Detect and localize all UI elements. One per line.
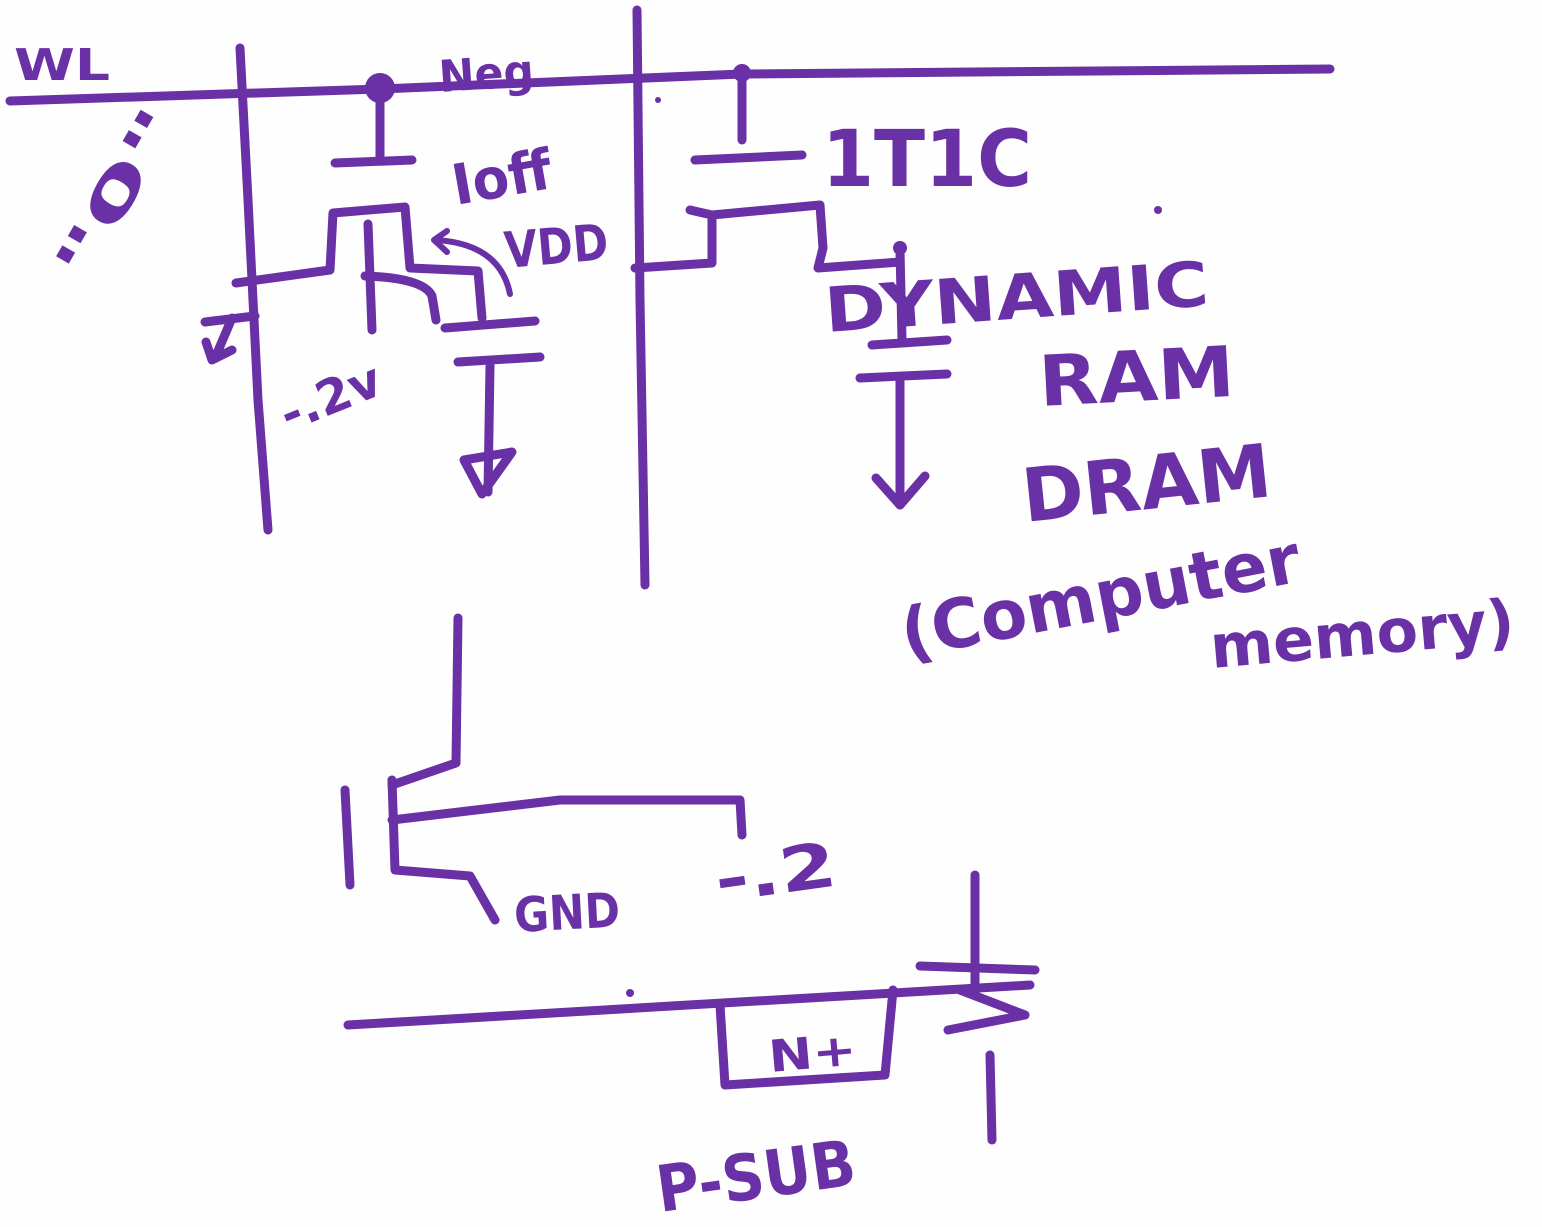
ink-speck [626, 989, 634, 997]
word-line [5, 64, 1335, 106]
ink-speck [655, 97, 661, 103]
bottom-drain-line [387, 613, 463, 790]
right-channel [630, 200, 905, 273]
right-capacitor-top-plate [867, 335, 952, 350]
bit-line-right [632, 5, 650, 590]
right-node-dot [893, 241, 907, 255]
left-capacitor-top-plate [440, 316, 540, 333]
dram-label: DRAM [1018, 428, 1276, 540]
bit-line-left [235, 43, 273, 535]
wl-label: WL [14, 40, 110, 91]
right-capacitor-bottom-plate [855, 369, 952, 383]
gnd-label: GND [513, 883, 622, 944]
vdd-label: VDD [502, 213, 611, 280]
diode-bar [915, 961, 1040, 975]
ram-label: RAM [1037, 331, 1237, 423]
bottom-body-line [387, 795, 747, 840]
left-gate-plate [330, 155, 417, 168]
left-inner-curve [360, 271, 441, 325]
left-bitline-arrow-icon [200, 311, 260, 365]
bottom-source-line [387, 775, 500, 925]
substrate-surface-line [343, 980, 1035, 1030]
left-ground-arrow-icon [459, 447, 517, 499]
neg-02v-label: -.2v [272, 352, 390, 443]
n-plus-well [715, 985, 898, 1090]
ink-speck [1154, 206, 1162, 214]
p-sub-label: P-SUB [652, 1127, 860, 1227]
vdd-curved-arrow-icon [431, 228, 513, 297]
n-plus-label: N+ [767, 1024, 859, 1082]
right-ground-arrow-icon [871, 471, 930, 510]
left-capacitor-bottom-plate [453, 352, 545, 367]
zero-label: "0" [42, 95, 192, 291]
left-capacitor-wire [483, 361, 495, 497]
diode-triangle-icon [943, 985, 1030, 1035]
right-capacitor-lead [895, 245, 907, 345]
neg-label: Neg [437, 45, 535, 103]
left-channel [231, 202, 487, 323]
ioff-label: Ioff [447, 137, 557, 218]
neg-02-label: -.2 [710, 828, 841, 917]
one-t-one-c-label: 1T1C [822, 115, 1032, 205]
bottom-gate [340, 785, 355, 890]
diode-bottom-lead [985, 1050, 997, 1145]
right-gate-plate [690, 150, 807, 165]
